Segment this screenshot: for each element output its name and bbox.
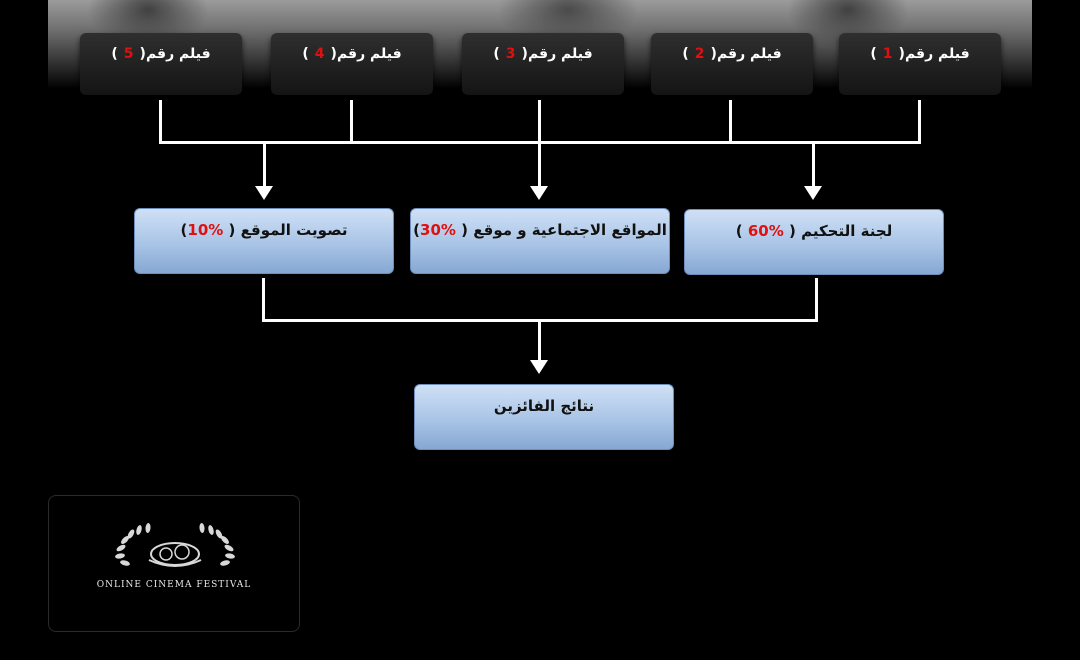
logo-text: ONLINE CINEMA FESTIVAL [96,580,252,590]
criteria-percent: 60% [747,222,784,240]
connector-film-4 [350,100,353,144]
connector-criteria-right [815,278,818,322]
connector-film-2 [729,100,732,144]
result-box: نتائج الفائزين [414,384,674,450]
criteria-box-site-vote: تصويت الموقع ( 10%) [134,208,394,274]
film-number: 5 [123,46,134,62]
film-number: 3 [505,46,516,62]
criteria-percent: 30% [420,221,456,239]
film-box-4: فيلم رقم (4) [271,33,433,95]
connector-drop-right [812,144,815,186]
arrow-down-icon [804,186,822,200]
criteria-label: لجنة التحكيم [801,222,893,240]
result-label: نتائج الفائزين [493,397,595,415]
film-number: 1 [882,46,893,62]
connector-drop-center [538,144,541,186]
film-box-1: فيلم رقم (1) [839,33,1001,95]
connector-drop-left [263,144,266,186]
criteria-label: تصويت الموقع [240,221,348,239]
connector-top-horizontal [159,141,921,144]
film-label: فيلم رقم [716,46,782,62]
film-box-2: فيلم رقم (2) [651,33,813,95]
film-label: فيلم رقم [145,46,211,62]
film-number: 2 [694,46,705,62]
connector-film-1 [918,100,921,144]
laurel-wreath-icon [115,523,235,567]
film-label: فيلم رقم [904,46,970,62]
arrow-down-icon [530,186,548,200]
connector-criteria-left [262,278,265,322]
criteria-label: المواقع الاجتماعية و موقع [473,221,667,239]
arrow-down-icon [530,360,548,374]
criteria-percent: 10% [187,221,224,239]
film-label: فيلم رقم [527,46,593,62]
connector-film-3 [538,100,541,144]
film-box-5: فيلم رقم (5) [80,33,242,95]
criteria-box-social: المواقع الاجتماعية و موقع ( 30%) [410,208,670,274]
connector-bottom-horizontal [262,319,818,322]
film-number: 4 [314,46,325,62]
film-label: فيلم رقم [336,46,402,62]
film-box-3: فيلم رقم (3) [462,33,624,95]
connector-drop-result [538,322,541,360]
arrow-down-icon [255,186,273,200]
festival-logo: ONLINE CINEMA FESTIVAL [48,495,300,632]
criteria-box-jury: لجنة التحكيم ( 60% ) [684,209,944,275]
connector-film-5 [159,100,162,144]
